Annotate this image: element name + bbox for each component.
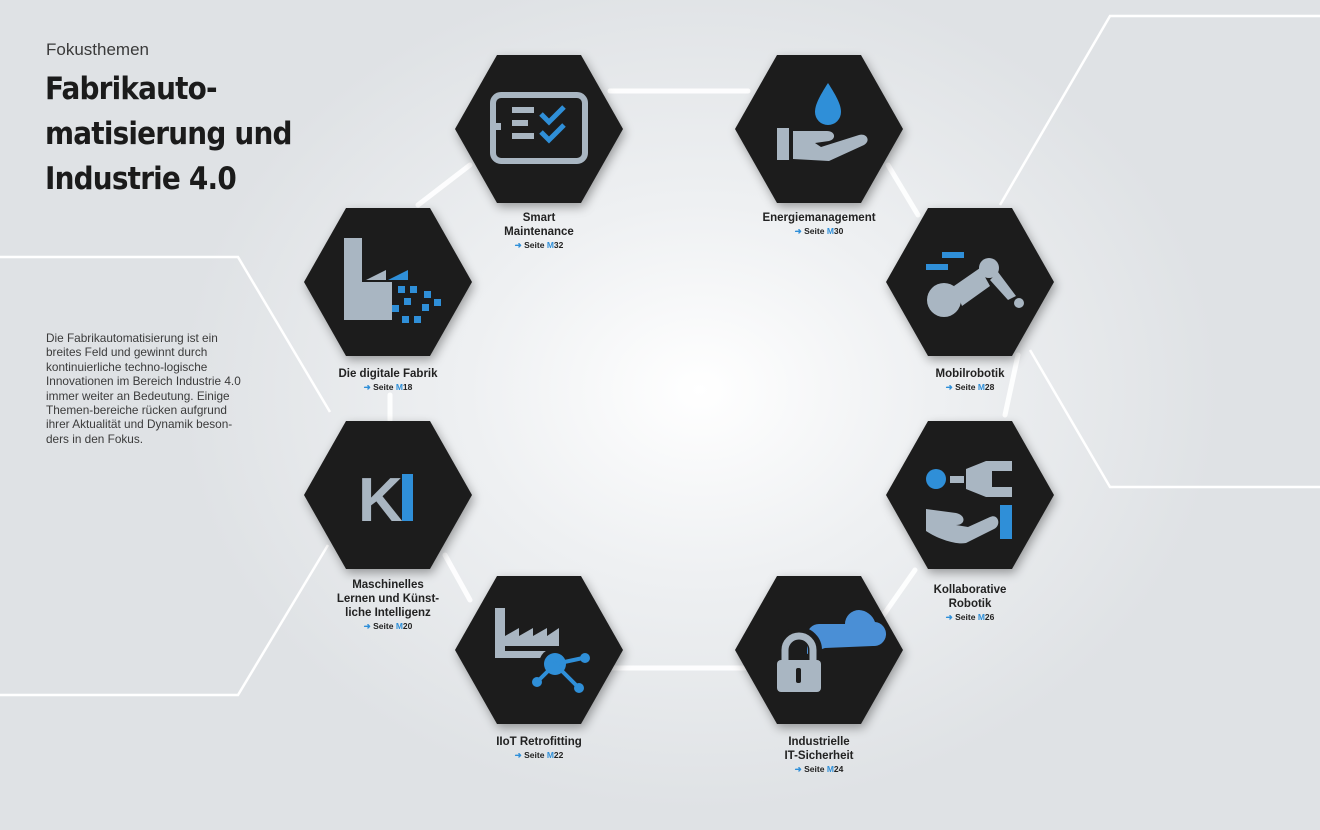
topic-title: Maintenance bbox=[504, 226, 574, 238]
topic-hex-digitale-fabrik[interactable] bbox=[304, 208, 472, 356]
arrow-right-icon: ➜ bbox=[514, 240, 522, 250]
title-line-1: Fabrikauto- bbox=[45, 71, 218, 107]
arrow-right-icon: ➜ bbox=[363, 621, 371, 631]
topic-hex-kollaborative-robotik[interactable] bbox=[886, 421, 1054, 569]
right-frame-top-line bbox=[998, 14, 1320, 206]
topic-label-it-sicherheit[interactable]: Industrielle IT-Sicherheit ➜ Seite M24 bbox=[734, 735, 904, 775]
hand-water-drop-icon bbox=[735, 55, 903, 203]
topic-title: Mobilrobotik bbox=[935, 368, 1005, 380]
right-frame-bottom-line bbox=[1028, 349, 1320, 489]
page-reference-link[interactable]: ➜ Seite M22 bbox=[514, 750, 564, 760]
topic-title: Industrielle bbox=[788, 736, 850, 748]
ring-connector-lines bbox=[387, 88, 1021, 671]
topic-label-digitale-fabrik[interactable]: Die digitale Fabrik ➜ Seite M18 bbox=[303, 367, 473, 393]
topic-hex-energiemanagement[interactable] bbox=[735, 55, 903, 203]
page-reference-link[interactable]: ➜ Seite M24 bbox=[794, 764, 844, 774]
arrow-right-icon: ➜ bbox=[794, 226, 802, 236]
arrow-right-icon: ➜ bbox=[794, 764, 802, 774]
topic-hex-mobilrobotik[interactable] bbox=[886, 208, 1054, 356]
page-reference-link[interactable]: ➜ Seite M20 bbox=[363, 621, 413, 631]
ki-letters-icon: K bbox=[304, 421, 472, 569]
topic-title: Robotik bbox=[948, 598, 992, 610]
left-frame-bottom-line bbox=[0, 544, 330, 697]
page-reference-link[interactable]: ➜ Seite M30 bbox=[794, 226, 844, 236]
robot-arm-icon bbox=[886, 208, 1054, 356]
topic-title: Energiemanagement bbox=[762, 212, 876, 224]
topic-label-mobilrobotik[interactable]: Mobilrobotik ➜ Seite M28 bbox=[885, 367, 1055, 393]
topic-title: Maschinelles bbox=[352, 579, 424, 591]
title-line-3: Industrie 4.0 bbox=[45, 161, 237, 197]
topic-hex-iiot-retrofitting[interactable] bbox=[455, 576, 623, 724]
lock-cloud-icon bbox=[735, 576, 903, 724]
topic-title: Kollaborative bbox=[933, 584, 1007, 596]
svg-text:K: K bbox=[358, 466, 403, 535]
topic-title: Die digitale Fabrik bbox=[338, 368, 438, 380]
page-reference-link[interactable]: ➜ Seite M18 bbox=[363, 382, 413, 392]
topic-hex-smart-maintenance[interactable] bbox=[455, 55, 623, 203]
topic-title: Smart bbox=[522, 212, 556, 224]
topic-title: IT-Sicherheit bbox=[784, 750, 854, 762]
title-line-2: matisierung und bbox=[45, 116, 292, 152]
topic-hex-ki[interactable]: K bbox=[304, 421, 472, 569]
page-reference-link[interactable]: ➜ Seite M32 bbox=[514, 240, 564, 250]
page-reference-link[interactable]: ➜ Seite M26 bbox=[945, 612, 995, 622]
topic-title: IIoT Retrofitting bbox=[496, 736, 582, 748]
arrow-right-icon: ➜ bbox=[514, 750, 522, 760]
page-title: Fabrikauto- matisierung und Industrie 4.… bbox=[45, 67, 365, 202]
left-frame-top-line bbox=[0, 255, 332, 413]
tablet-checklist-icon bbox=[455, 55, 623, 203]
topic-label-ki[interactable]: Maschinelles Lernen und Künst- liche Int… bbox=[303, 578, 473, 632]
topic-label-smart-maintenance[interactable]: Smart Maintenance ➜ Seite M32 bbox=[454, 211, 624, 251]
topic-label-iiot-retrofitting[interactable]: IIoT Retrofitting ➜ Seite M22 bbox=[454, 735, 624, 761]
topic-title: Lernen und Künst- bbox=[336, 593, 440, 605]
topic-label-energiemanagement[interactable]: Energiemanagement ➜ Seite M30 bbox=[734, 211, 904, 237]
arrow-right-icon: ➜ bbox=[945, 612, 953, 622]
topic-title: liche Intelligenz bbox=[345, 607, 431, 619]
topic-label-kollaborative-robotik[interactable]: Kollaborative Robotik ➜ Seite M26 bbox=[885, 583, 1055, 623]
arrow-right-icon: ➜ bbox=[945, 382, 953, 392]
hand-gripper-icon bbox=[886, 421, 1054, 569]
arrow-right-icon: ➜ bbox=[363, 382, 371, 392]
digital-factory-icon bbox=[304, 208, 472, 356]
section-kicker: Fokusthemen bbox=[46, 40, 149, 59]
topic-hex-it-sicherheit[interactable] bbox=[735, 576, 903, 724]
factory-network-icon bbox=[455, 576, 623, 724]
intro-paragraph: Die Fabrikautomatisierung ist ein breite… bbox=[46, 331, 241, 446]
page-reference-link[interactable]: ➜ Seite M28 bbox=[945, 382, 995, 392]
